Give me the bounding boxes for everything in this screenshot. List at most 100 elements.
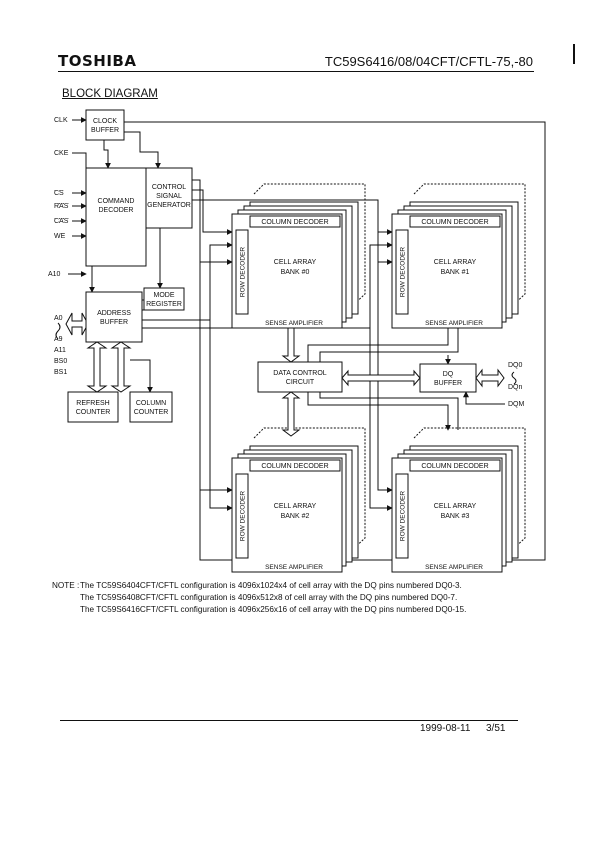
bus-dcc-to-bank2: [281, 391, 301, 437]
wire-addr-bank3: [369, 328, 393, 511]
bus-refresh-to-addr: [86, 341, 108, 393]
brand-logo: TOSHIBA: [58, 52, 137, 70]
wire-addr-to-colcounter: [130, 359, 153, 393]
wire-dcc-bank1b: [319, 326, 459, 362]
pin-dq0-label: DQ0: [508, 362, 523, 369]
wire-dcc-bank3b: [319, 392, 459, 430]
bank-2-bank-label: BANK #2: [281, 513, 310, 520]
bank-1-frame: [391, 213, 503, 329]
bank-1-back-layer: [413, 183, 526, 307]
data-control-circuit-label: DATA CONTROL: [273, 370, 327, 377]
mode-register-box: [143, 287, 185, 311]
bank-3-row-decoder: [395, 473, 409, 559]
bus-colcounter-to-addr: [110, 341, 132, 393]
bank-3-frame: [391, 457, 503, 573]
pin-cke-label: CKE: [54, 150, 69, 157]
bank-2-cell-array-label: CELL ARRAY: [274, 503, 317, 510]
bank-1-sense-amplifier-label: SENSE AMPLIFIER: [425, 320, 483, 327]
bank-3-row-decoder-label: ROW DECODER: [400, 491, 407, 542]
data-control-circuit-box: [257, 361, 343, 393]
pin-a0-label: A0: [54, 315, 63, 322]
refresh-counter-label: REFRESH: [76, 400, 109, 407]
wire-ctrl-bank1: [192, 199, 393, 235]
bank-0-sense-amplifier-label: SENSE AMPLIFIER: [265, 320, 323, 327]
footer-date: 1999-08-11: [420, 723, 471, 734]
data-control-circuit-label: CIRCUIT: [286, 379, 315, 386]
bank-1-row-decoder-label: ROW DECODER: [400, 247, 407, 298]
bank-1-cell-array-label: CELL ARRAY: [434, 259, 477, 266]
bank-3-back-layer: [413, 427, 526, 551]
column-counter-label: COLUMN: [136, 400, 166, 407]
wire-cke: [72, 152, 87, 168]
note-line: The TC59S6416CFT/CFTL configuration is 4…: [80, 605, 467, 614]
wire-dcc-bank3: [307, 392, 451, 431]
address-range-squiggle: [55, 322, 61, 340]
column-counter-label: COUNTER: [134, 409, 169, 416]
bank-2-frame: [231, 457, 343, 573]
bank-0-frame: [231, 213, 343, 329]
refresh-counter-label: COUNTER: [76, 409, 111, 416]
bank-0-cell-array-label: CELL ARRAY: [274, 259, 317, 266]
wire-ctrl-bank3: [377, 232, 393, 493]
wire-addr-bank2: [209, 320, 233, 511]
wire-ctrl-bank2: [192, 179, 233, 493]
column-counter-box: [129, 391, 173, 423]
refresh-counter-box: [67, 391, 119, 423]
pin-clk-label: CLK: [54, 117, 68, 124]
note-line: The TC59S6408CFT/CFTL configuration is 4…: [80, 593, 458, 602]
note-label: NOTE :: [52, 581, 80, 590]
pin-cas-label: CAS: [54, 218, 69, 225]
section-title: BLOCK DIAGRAM: [62, 88, 158, 100]
address-buffer-label: BUFFER: [100, 319, 128, 326]
bank-1-column-decoder-label: COLUMN DECODER: [421, 219, 488, 226]
clock-buffer-label: CLOCK: [93, 118, 117, 125]
bank-0-bank-label: BANK #0: [281, 269, 310, 276]
bank-1-row-decoder: [395, 229, 409, 315]
bank-3-bank-label: BANK #3: [441, 513, 470, 520]
bus-dcc-to-dqbuffer: [341, 369, 421, 387]
mode-register-label: MODE: [154, 292, 175, 299]
bank-0-column-decoder-label: COLUMN DECODER: [261, 219, 328, 226]
bank-0-column-decoder: [249, 215, 341, 228]
wire-addr-bank0: [142, 242, 233, 321]
wire-dqm: [463, 391, 505, 405]
control-signal-generator-label: SIGNAL: [156, 193, 182, 200]
bank-2-back-layer: [253, 427, 366, 551]
command-decoder-box: [85, 167, 147, 267]
dq-buffer-label: BUFFER: [434, 380, 462, 387]
bank-2-sense-amplifier-label: SENSE AMPLIFIER: [265, 564, 323, 571]
bank-2-column-decoder-label: COLUMN DECODER: [261, 463, 328, 470]
bus-dq-pins: [475, 368, 505, 388]
command-decoder-label: COMMAND: [98, 198, 135, 205]
control-signal-generator-label: GENERATOR: [147, 202, 191, 209]
bank-3-sense-amplifier-label: SENSE AMPLIFIER: [425, 564, 483, 571]
pin-bs1-label: BS1: [54, 369, 67, 376]
wire-clock-main: [124, 121, 546, 460]
clock-buffer-box: [85, 109, 125, 141]
note-line: The TC59S6404CFT/CFTL configuration is 4…: [80, 581, 462, 590]
dq-buffer-box: [419, 363, 477, 393]
pin-dqn-label: DQn: [508, 384, 523, 391]
command-decoder-label: DECODER: [98, 207, 133, 214]
mode-register-label: REGISTER: [146, 301, 182, 308]
pin-bs0-label: BS0: [54, 358, 67, 365]
wire-ctrl-bank0: [192, 189, 233, 235]
wire-clk-to-ctrl: [124, 131, 161, 169]
bank-2-row-decoder-label: ROW DECODER: [240, 491, 247, 542]
pin-ras-label: RAS: [54, 203, 69, 210]
bank-3-column-decoder: [409, 459, 501, 472]
bank-0-row-decoder: [235, 229, 249, 315]
pin-a11-label: A11: [54, 347, 66, 354]
pin-cs-label: CS: [54, 190, 64, 197]
control-signal-generator-label: CONTROL: [152, 184, 186, 191]
control-signal-generator-box: [145, 167, 193, 229]
bank-0-row-decoder-label: ROW DECODER: [240, 247, 247, 298]
dq-range-squiggle: [511, 371, 517, 385]
footer-page-number: 3/51: [486, 723, 506, 734]
address-buffer-label: ADDRESS: [97, 310, 131, 317]
bank-3-cell-array-label: CELL ARRAY: [434, 503, 477, 510]
part-number: TC59S6416/08/04CFT/CFTL-75,-80: [324, 54, 533, 69]
clock-buffer-label: BUFFER: [91, 127, 119, 134]
pin-a10-label: A10: [48, 271, 61, 278]
